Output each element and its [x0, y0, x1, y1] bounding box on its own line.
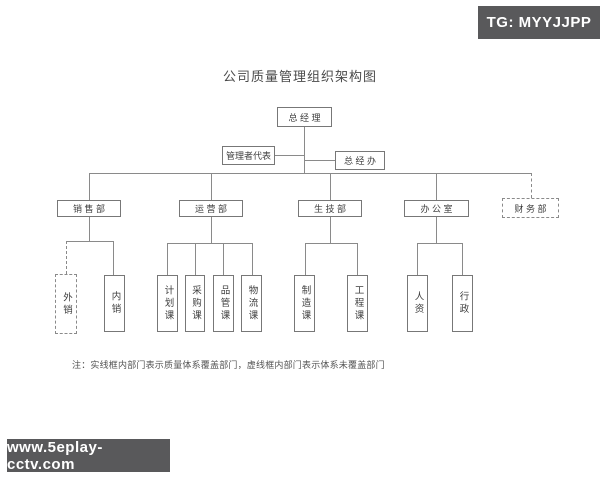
connector-line — [211, 173, 212, 200]
watermark-website-badge: www.5eplay-cctv.com — [7, 439, 170, 473]
connector-line — [66, 241, 113, 242]
connector-line — [305, 243, 358, 244]
connector-line — [195, 243, 196, 275]
node-gm-office: 总 经 办 — [335, 151, 385, 170]
connector-line — [436, 173, 437, 200]
connector-line — [89, 173, 90, 200]
connector-line — [223, 243, 224, 275]
connector-line — [89, 217, 90, 241]
node-manufacturing-section: 制造课 — [294, 275, 315, 332]
connector-line — [462, 243, 463, 275]
connector-line-dashed — [531, 173, 532, 198]
node-export-sales: 外销 — [55, 274, 77, 334]
node-admin-section: 行政 — [452, 275, 473, 332]
note-text: 注：实线框内部门表示质量体系覆盖部门，虚线框内部门表示体系未覆盖部门 — [72, 360, 385, 370]
connector-line — [252, 243, 253, 275]
connector-line — [113, 241, 114, 275]
connector-line — [417, 243, 418, 275]
connector-line — [275, 155, 304, 156]
node-planning-section: 计划课 — [157, 275, 178, 332]
connector-line-dashed — [66, 241, 67, 274]
chart-title: 公司质量管理组织架构图 — [222, 69, 377, 84]
node-operations-dept: 运 营 部 — [179, 200, 243, 217]
connector-line — [89, 173, 531, 174]
connector-line — [305, 243, 306, 275]
node-management-rep: 管理者代表 — [222, 146, 275, 165]
node-office-dept: 办 公 室 — [404, 200, 469, 217]
connector-line — [211, 217, 212, 243]
connector-line — [304, 127, 305, 173]
connector-line — [167, 243, 168, 275]
node-general-manager: 总 经 理 — [277, 107, 332, 127]
connector-line — [417, 243, 462, 244]
node-finance-dept: 财 务 部 — [502, 198, 559, 218]
node-engineering-section: 工程课 — [347, 275, 368, 332]
node-domestic-sales: 内销 — [104, 275, 125, 332]
node-logistics-section: 物流课 — [241, 275, 262, 332]
node-production-tech-dept: 生 技 部 — [298, 200, 362, 217]
node-sales-dept: 销 售 部 — [57, 200, 121, 217]
connector-line — [436, 217, 437, 243]
connector-line — [357, 243, 358, 275]
connector-line — [167, 243, 252, 244]
connector-line — [304, 160, 335, 161]
node-quality-section: 品管课 — [213, 275, 234, 332]
connector-line — [330, 173, 331, 200]
watermark-telegram-badge: TG: MYYJJPP — [478, 6, 600, 39]
node-hr-section: 人资 — [407, 275, 428, 332]
node-purchasing-section: 采购课 — [185, 275, 205, 332]
connector-line — [330, 217, 331, 243]
